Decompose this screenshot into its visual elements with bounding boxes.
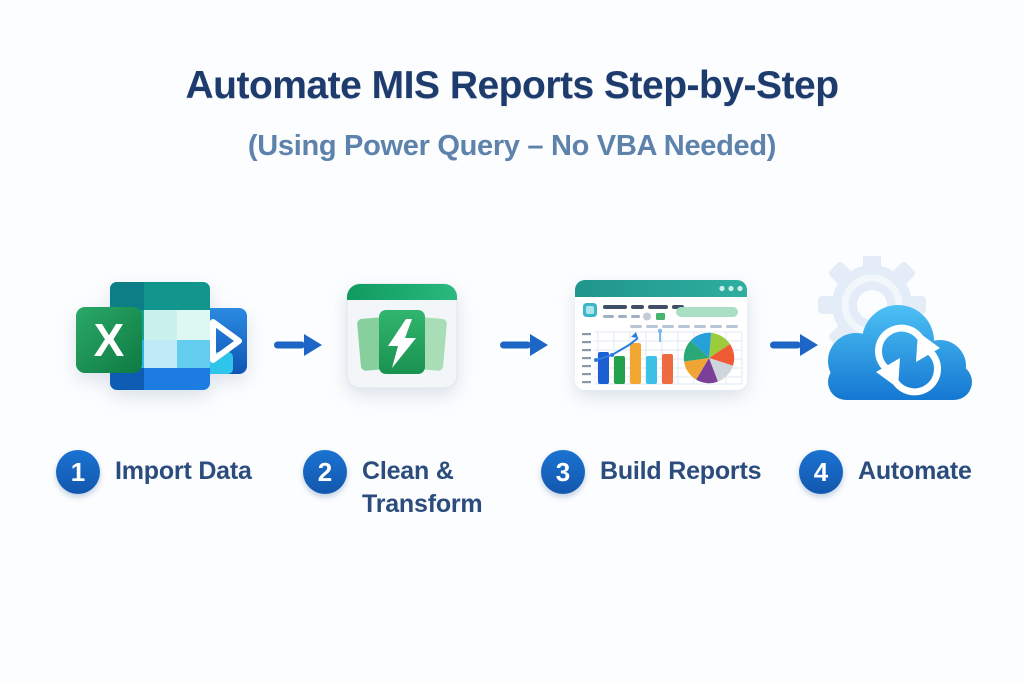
power-query-icon xyxy=(346,283,458,389)
trend-line xyxy=(594,328,663,362)
flow-arrow-icon xyxy=(274,334,322,356)
excel-x-tile xyxy=(76,307,142,373)
step-import-data: 1 Import Data xyxy=(56,450,252,494)
report-dashboard-icon xyxy=(575,280,747,390)
window-dot-icon xyxy=(728,285,734,292)
step-build-reports: 3 Build Reports xyxy=(541,450,761,494)
step-label: Clean & Transform xyxy=(362,457,483,518)
flow-arrow-icon xyxy=(770,334,818,356)
window-dot-icon xyxy=(737,285,743,292)
step-automate: 4 Automate xyxy=(799,450,972,494)
excel-workbook-icon: X xyxy=(76,282,247,390)
query-card-header xyxy=(347,284,457,300)
step-number-badge: 2 xyxy=(303,450,347,494)
axis-ticks xyxy=(582,333,591,384)
mini-pie-chart xyxy=(683,332,735,384)
lightning-bolt-icon xyxy=(388,319,416,368)
step-number-badge: 4 xyxy=(799,450,843,494)
excel-export-arrow-icon xyxy=(203,308,247,374)
excel-letter: X xyxy=(94,314,125,366)
flow-arrow-icon xyxy=(500,334,548,356)
page-subtitle: (Using Power Query – No VBA Needed) xyxy=(247,130,777,162)
window-toolbar xyxy=(583,303,738,328)
step-label: Build Reports xyxy=(600,457,762,485)
cloud-sync-gear-icon xyxy=(818,256,972,400)
step-number-badge: 3 xyxy=(541,450,585,494)
step-label: Automate xyxy=(858,457,972,485)
window-titlebar xyxy=(575,280,747,297)
window-dot-icon xyxy=(719,285,725,292)
page-title: Automate MIS Reports Step-by-Step xyxy=(185,64,839,107)
mini-bar-chart xyxy=(598,343,673,384)
step-clean-transform: 2 Clean & Transform xyxy=(303,450,483,521)
step-label: Import Data xyxy=(115,457,252,485)
step-number-badge: 1 xyxy=(56,450,100,494)
sync-arrows-icon xyxy=(875,324,941,396)
